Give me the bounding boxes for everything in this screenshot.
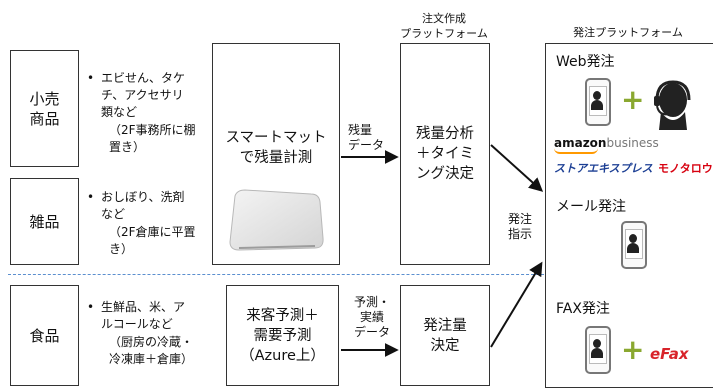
description-text: おしぼり、洗剤 など [101,190,185,221]
category-label: 食品 [29,326,60,345]
amazon-logo-text: amazon [554,136,607,150]
description-note: （2F事務所に棚 置き） [109,123,196,154]
description-text: エビせん、タケ チ、アクセサリ 類など [101,71,186,119]
category-label: 小売 商品 [29,89,60,128]
order-creation-header: 注文作成 プラットフォーム [400,12,488,40]
amazon-business-logo: amazonbusiness [554,136,659,154]
web-order-title: Web発注 [556,54,615,70]
demand-forecast-box: 来客予測＋ 需要予測 （Azure上） [226,285,339,386]
bullet-icon: • [87,190,95,204]
arrow-icon [490,261,543,348]
demand-forecast-label: 来客予測＋ 需要予測 （Azure上） [240,307,325,364]
amazon-smile-icon [554,148,598,154]
storeexpress-logo-text: ストアエキスプレス [554,162,653,175]
plus-icon: + [621,83,645,116]
smart-mat-label: スマートマット で残量計測 [225,130,327,166]
remaining-data-label: 残量 データ [348,123,385,152]
fax-order-title: FAX発注 [556,301,610,317]
amazon-logo-suffix: business [606,136,659,150]
plus-icon: + [621,333,645,366]
email-order-title: メール発注 [556,199,626,215]
bullet-icon: • [87,71,95,85]
order-quantity-box: 発注量 決定 [400,285,490,386]
forecast-data-label: 予測・ 実績 データ [353,295,390,339]
order-instruction-label: 発注 指示 [507,212,532,241]
category-box-misc: 雑品 [10,178,79,265]
description-note: （厨房の冷蔵・ 冷凍庫＋倉庫） [109,335,194,366]
storeexpress-logo: ストアエキスプレス [554,160,653,176]
monotaro-logo: モノタロウ [658,160,713,176]
headset-operator-icon [654,80,691,130]
monotaro-logo-text: モノタロウ [658,162,713,175]
category-description: • 生鮮品、米、ア ルコールなど （厨房の冷蔵・ 冷凍庫＋倉庫） [87,299,212,379]
bullet-icon: • [87,300,95,314]
description-text: 生鮮品、米、ア ルコールなど [101,300,186,331]
category-box-food: 食品 [10,285,79,386]
remaining-analysis-box: 残量分析 ＋タイミ ング決定 [400,43,490,265]
arrow-icon [490,144,544,192]
section-divider [8,274,544,275]
remaining-analysis-label: 残量分析 ＋タイミ ング決定 [416,126,474,182]
order-quantity-label: 発注量 決定 [423,317,467,354]
smartphone-person-icon [585,326,611,374]
category-box-retail: 小売 商品 [10,50,79,167]
smart-mat-icon [229,189,324,251]
description-note: （2F倉庫に平置 き） [109,225,196,256]
efax-logo: eFax [650,345,689,363]
category-description: • エビせん、タケ チ、アクセサリ 類など （2F事務所に棚 置き） [87,70,212,170]
smart-mat-box: スマートマット で残量計測 [212,43,340,265]
category-description: • おしぼり、洗剤 など （2F倉庫に平置 き） [87,189,212,269]
order-platform-header: 発注プラットフォーム [573,26,683,39]
smartphone-person-icon [621,221,647,269]
smartphone-person-icon [585,78,611,126]
efax-logo-text: eFax [650,345,689,363]
category-label: 雑品 [29,212,60,231]
